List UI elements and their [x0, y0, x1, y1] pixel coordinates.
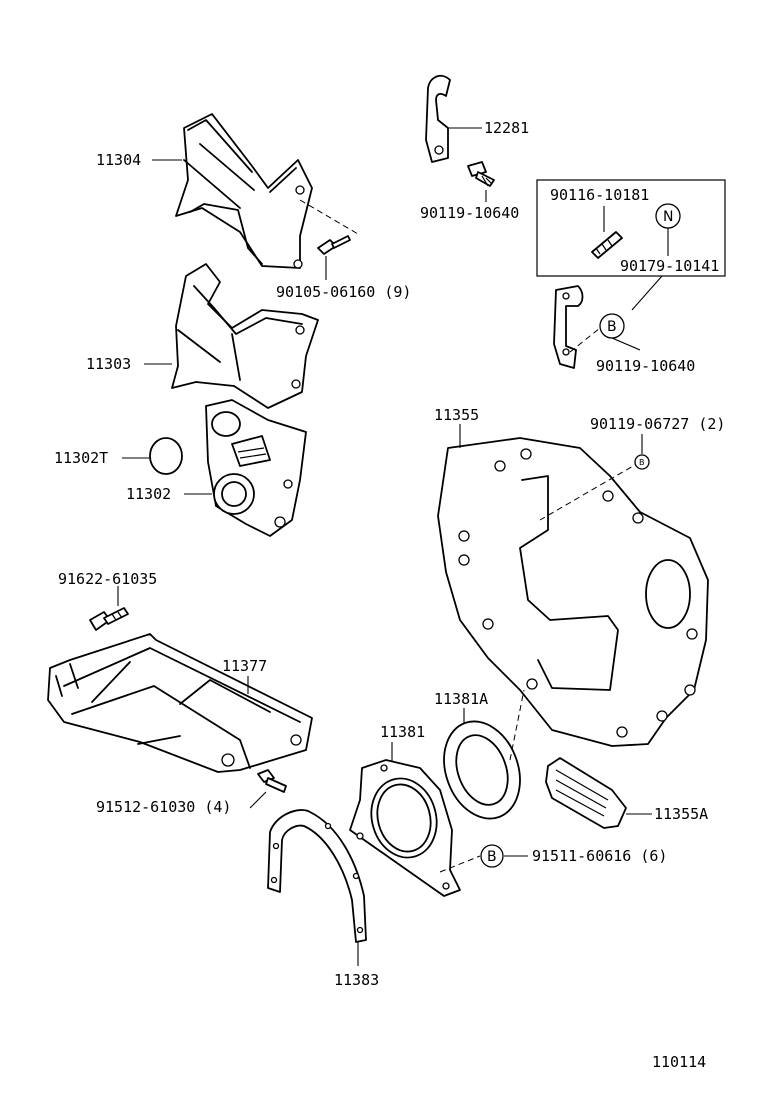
bolt-91622-61035[interactable]	[89, 607, 129, 631]
seal-retainer-11381[interactable]	[349, 759, 461, 897]
label-90105-06160: 90105-06160 (9)	[276, 283, 411, 301]
label-11355A: 11355A	[654, 805, 708, 823]
leader-91512-61030	[249, 791, 267, 809]
cover-bolt-dash	[299, 199, 359, 235]
label-91622-61035: 91622-61035	[58, 570, 157, 588]
nut-symbol-n: N	[655, 203, 681, 229]
label-90119-10640-top: 90119-10640	[420, 204, 519, 222]
timing-gear-case-11302[interactable]	[205, 399, 307, 537]
label-11303: 11303	[86, 355, 131, 373]
timing-cover-upper-11304[interactable]	[175, 113, 313, 269]
stiffener-plate-11377[interactable]	[47, 633, 313, 773]
bolt-symbol-b-bracket: B	[599, 313, 625, 339]
label-90119-06727: 90119-06727 (2)	[590, 415, 725, 433]
bolt-symbol-letter-retainer: B	[487, 849, 497, 865]
label-91512-61030: 91512-61030 (4)	[96, 798, 231, 816]
label-12281: 12281	[484, 119, 529, 137]
oil-seal-11381A[interactable]	[431, 711, 533, 830]
label-90119-10640-b: 90119-10640	[596, 357, 695, 375]
bolt-90119-10640-top[interactable]	[467, 161, 495, 187]
leader-90119-10640-b	[611, 337, 641, 351]
cover-11355A[interactable]	[545, 757, 627, 829]
label-11381: 11381	[380, 723, 425, 741]
engine-hanger-12281[interactable]	[425, 74, 451, 163]
bolt-symbol-letter-small: B	[639, 458, 645, 467]
label-90116-10181: 90116-10181	[550, 186, 649, 204]
end-plate-11355[interactable]	[437, 437, 709, 747]
bolt-symbol-b-small: B	[634, 454, 650, 470]
seal-dash-line	[509, 689, 525, 761]
bolt-symbol-b-retainer: B	[480, 844, 504, 868]
label-11381A: 11381A	[434, 690, 488, 708]
stud-kit-box	[536, 179, 726, 277]
retainer-bolt-dash	[439, 855, 481, 873]
label-11304: 11304	[96, 151, 141, 169]
label-11302: 11302	[126, 485, 171, 503]
gasket-11383[interactable]	[267, 809, 367, 943]
leader-stud-box	[631, 275, 663, 311]
bolt-symbol-letter: B	[607, 319, 617, 335]
plug-11302T[interactable]	[149, 437, 183, 475]
bracket-dash-line	[569, 327, 601, 353]
label-91511-60616: 91511-60616 (6)	[532, 847, 667, 865]
stud-90116-10181[interactable]	[591, 231, 623, 259]
bolt-90105-06160[interactable]	[317, 235, 351, 255]
label-11302T: 11302T	[54, 449, 108, 467]
bolt-91512-61030[interactable]	[257, 769, 287, 793]
label-11377: 11377	[222, 657, 267, 675]
label-11355: 11355	[434, 406, 479, 424]
label-11383: 11383	[334, 971, 379, 989]
label-90179-10141: 90179-10141	[620, 257, 719, 275]
diagram-code: 110114	[652, 1053, 706, 1071]
timing-cover-lower-11303[interactable]	[171, 263, 319, 409]
bracket-90119-10640[interactable]	[553, 285, 584, 369]
nut-symbol-letter: N	[663, 209, 673, 225]
